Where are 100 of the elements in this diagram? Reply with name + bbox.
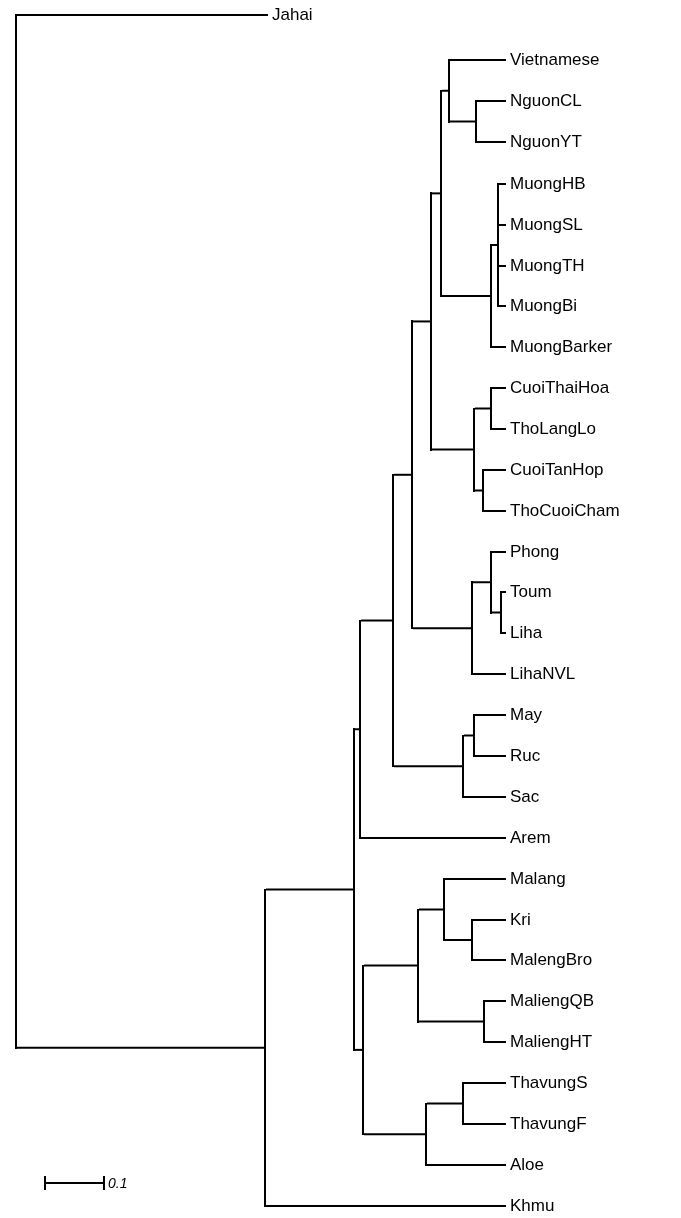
taxon-label: MuongTH: [510, 256, 585, 276]
taxon-label: Ruc: [510, 746, 541, 766]
branch-node-line: [490, 387, 492, 430]
taxon-label: NguonYT: [510, 132, 582, 152]
branch-line: [491, 428, 507, 430]
taxon-label: Phong: [510, 542, 560, 562]
branch-node-line: [482, 469, 484, 512]
branch-line: [354, 1048, 363, 1051]
branch-line: [449, 59, 507, 61]
branch-line: [426, 1102, 463, 1105]
branch-line: [472, 581, 491, 584]
branch-line: [431, 448, 474, 451]
branch-node-line: [353, 728, 355, 1051]
branch-line: [498, 224, 507, 226]
branch-line: [498, 183, 507, 185]
branch-line: [472, 673, 507, 675]
branch-line: [463, 1123, 507, 1125]
branch-node-line: [483, 1000, 485, 1043]
branch-line: [498, 265, 507, 267]
taxon-label: MalengBro: [510, 950, 593, 970]
branch-line: [498, 305, 507, 307]
taxon-label: MaliengQB: [510, 991, 595, 1011]
branch-line: [491, 551, 507, 553]
branch-line: [476, 100, 507, 102]
branch-line: [444, 939, 472, 941]
branch-line: [463, 1082, 507, 1084]
taxon-label: Arem: [510, 828, 551, 848]
branch-line: [426, 1164, 507, 1166]
branch-node-line: [264, 888, 266, 1207]
branch-line: [474, 755, 507, 757]
taxon-label: MuongBarker: [510, 337, 613, 357]
taxon-label: Khmu: [510, 1196, 555, 1216]
taxon-label: May: [510, 705, 543, 725]
branch-line: [444, 878, 507, 880]
branch-line: [501, 591, 507, 593]
taxon-label: Aloe: [510, 1155, 545, 1175]
branch-node-line: [490, 551, 492, 614]
branch-node-line: [473, 407, 475, 492]
taxon-label: Vietnamese: [510, 50, 600, 70]
branch-node-line: [417, 908, 419, 1023]
branch-node-line: [462, 734, 464, 798]
taxon-label: CuoiTanHop: [510, 460, 604, 480]
branch-line: [474, 407, 491, 410]
branch-line: [441, 295, 491, 297]
taxon-label: ThavungS: [510, 1073, 588, 1093]
taxon-label: Jahai: [272, 5, 313, 25]
branch-line: [363, 964, 418, 967]
taxon-label: ThavungF: [510, 1114, 587, 1134]
branch-line: [491, 387, 507, 389]
branch-line: [360, 619, 393, 622]
branch-line: [265, 1205, 507, 1207]
branch-node-line: [462, 1082, 464, 1125]
branch-node-line: [411, 320, 413, 630]
branch-node-line: [448, 59, 450, 123]
branch-line: [16, 1046, 265, 1049]
branch-line: [474, 489, 483, 492]
scale-value: 0.1: [108, 1174, 128, 1192]
branch-line: [412, 320, 431, 323]
branch-line: [441, 89, 449, 92]
branch-line: [393, 765, 463, 768]
taxon-label: CuoiThaiHoa: [510, 378, 610, 398]
branch-line: [484, 1000, 507, 1002]
branch-node-line: [362, 964, 364, 1136]
branch-line: [449, 120, 476, 123]
branch-line: [418, 908, 444, 911]
branch-node-line: [497, 183, 499, 307]
taxon-label: MaliengHT: [510, 1032, 593, 1052]
branch-line: [360, 837, 507, 839]
branch-line: [491, 611, 501, 614]
branch-node-line: [392, 473, 394, 768]
branch-node-line: [475, 100, 477, 143]
branch-line: [483, 469, 507, 471]
branch-line: [393, 473, 412, 476]
branch-line: [491, 346, 507, 348]
branch-node-line: [430, 192, 432, 451]
taxon-label: ThoLangLo: [510, 419, 597, 439]
branch-line: [265, 888, 354, 891]
branch-node-line: [359, 619, 361, 839]
taxon-label: MuongBi: [510, 296, 578, 316]
branch-line: [474, 714, 507, 716]
branch-line: [483, 510, 507, 512]
branch-line: [463, 796, 507, 798]
branch-line: [484, 1041, 507, 1043]
taxon-label: Kri: [510, 910, 531, 930]
taxon-label: Toum: [510, 582, 552, 602]
taxon-label: Liha: [510, 623, 543, 643]
branch-line: [418, 1020, 484, 1023]
branch-node-line: [15, 14, 17, 1049]
branch-line: [472, 919, 507, 921]
branch-line: [412, 627, 472, 630]
branch-node-line: [473, 714, 475, 757]
taxon-label: LihaNVL: [510, 664, 576, 684]
taxon-label: MuongSL: [510, 215, 583, 235]
branch-line: [354, 728, 360, 731]
branch-line: [463, 734, 474, 737]
branch-line: [501, 632, 507, 634]
taxon-label: Sac: [510, 787, 540, 807]
branch-node-line: [490, 244, 492, 348]
branch-line: [363, 1133, 426, 1136]
branch-node-line: [471, 919, 473, 961]
